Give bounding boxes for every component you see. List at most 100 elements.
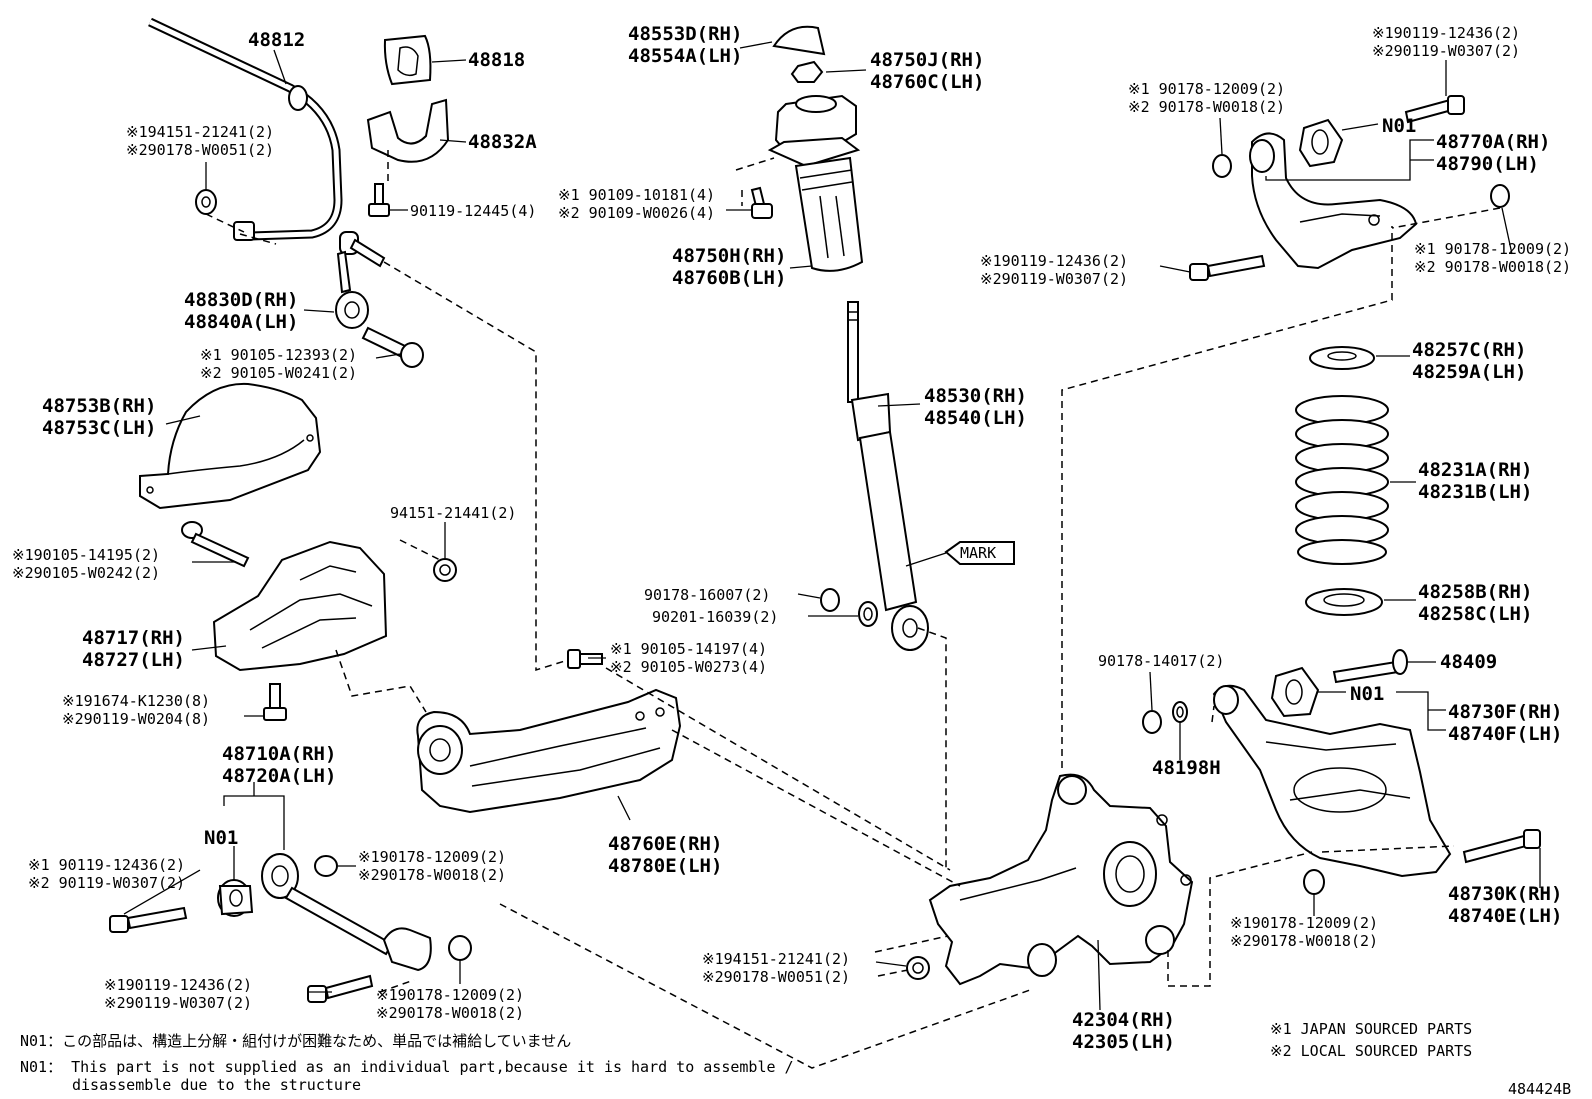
label-bracket-bolt-2[interactable]: ※290105-W0242(2) <box>12 564 160 582</box>
label-cover-lh[interactable]: 48753C(LH) <box>42 417 156 439</box>
label-bracket-bolt-1[interactable]: ※190105-14195(2) <box>12 546 160 564</box>
label-lower-nut-1[interactable]: ※190178-12009(2) <box>1230 914 1378 932</box>
bracket-mount-bolt[interactable] <box>181 521 250 568</box>
label-spring-lh[interactable]: 48231B(LH) <box>1418 481 1532 503</box>
label-trail-rh[interactable]: 48760E(RH) <box>608 833 722 855</box>
lower-arm-nut-bottom[interactable] <box>1303 869 1325 895</box>
bracket-nut[interactable] <box>433 558 457 582</box>
label-link-bolt-1[interactable]: ※1 90105-12393(2) <box>200 346 357 364</box>
label-upper-nutr-1[interactable]: ※1 90178-12009(2) <box>1414 240 1571 258</box>
knuckle-nut[interactable] <box>906 956 930 980</box>
label-trail-lh[interactable]: 48780E(LH) <box>608 855 722 877</box>
label-seat-lo-rh[interactable]: 48258B(RH) <box>1418 581 1532 603</box>
label-toe-nut2-2[interactable]: ※290178-W0018(2) <box>376 1004 524 1022</box>
label-upper-top-1[interactable]: ※190119-12436(2) <box>1372 24 1520 42</box>
label-knuckle-nut-2[interactable]: ※290178-W0051(2) <box>702 968 850 986</box>
label-upper-nutr-2[interactable]: ※2 90178-W0018(2) <box>1414 258 1571 276</box>
bracket-screw[interactable] <box>263 683 287 721</box>
lower-arm-bushing[interactable] <box>1270 666 1320 718</box>
upper-control-arm[interactable] <box>1249 132 1418 270</box>
label-upper-lh[interactable]: 48790(LH) <box>1436 153 1539 175</box>
label-mount-lh[interactable]: 48760C(LH) <box>870 71 984 93</box>
label-shock-rh[interactable]: 48530(RH) <box>924 385 1027 407</box>
label-toe-nut-2[interactable]: ※290178-W0018(2) <box>358 866 506 884</box>
label-90201-16039[interactable]: 90201-16039(2) <box>652 608 778 626</box>
lower-arm-bolt[interactable] <box>1462 829 1541 864</box>
lower-arm-nut[interactable] <box>1142 710 1162 734</box>
upper-arm-bushing[interactable] <box>1298 118 1344 168</box>
label-lower-nut-2[interactable]: ※290178-W0018(2) <box>1230 932 1378 950</box>
label-boot-lh[interactable]: 48760B(LH) <box>672 267 786 289</box>
label-upper-rh[interactable]: 48770A(RH) <box>1436 131 1550 153</box>
label-upper-bolt-2[interactable]: ※290119-W0307(2) <box>980 270 1128 288</box>
label-cap-lh[interactable]: 48554A(LH) <box>628 45 742 67</box>
label-90178-14017[interactable]: 90178-14017(2) <box>1098 652 1224 670</box>
upper-spring-seat[interactable] <box>1309 346 1375 370</box>
lower-arm-bolt-48409[interactable] <box>1332 649 1408 684</box>
toe-arm-lower-bolt[interactable] <box>307 974 374 1003</box>
label-upper-bolt-1[interactable]: ※190119-12436(2) <box>980 252 1128 270</box>
shock-cap[interactable] <box>772 25 826 56</box>
label-n01-toe[interactable]: N01 <box>204 827 238 849</box>
stabilizer-bar[interactable] <box>148 17 343 241</box>
label-knuckle-lh[interactable]: 42305(LH) <box>1072 1031 1175 1053</box>
label-shock-lh[interactable]: 48540(LH) <box>924 407 1027 429</box>
label-toe-nut2-1[interactable]: ※190178-12009(2) <box>376 986 524 1004</box>
stabilizer-bushing[interactable] <box>383 34 432 86</box>
label-seat-up-rh[interactable]: 48257C(RH) <box>1412 339 1526 361</box>
label-knuckle-nut-1[interactable]: ※194151-21241(2) <box>702 950 850 968</box>
upper-arm-nut[interactable] <box>1212 154 1232 178</box>
label-seat-up-lh[interactable]: 48259A(LH) <box>1412 361 1526 383</box>
label-upper-top-2[interactable]: ※290119-W0307(2) <box>1372 42 1520 60</box>
label-mount-rh[interactable]: 48750J(RH) <box>870 49 984 71</box>
suspension-cover[interactable] <box>139 382 322 510</box>
upper-arm-nut-right[interactable] <box>1490 184 1510 208</box>
label-mark[interactable]: MARK <box>960 544 996 562</box>
label-bracket-lh[interactable]: 48727(LH) <box>82 649 185 671</box>
trailing-arm-bolt[interactable] <box>567 649 603 669</box>
label-toe-bolt2-2[interactable]: ※290119-W0307(2) <box>104 994 252 1012</box>
shock-washer[interactable] <box>858 601 878 627</box>
lower-control-arm[interactable] <box>1212 684 1452 878</box>
label-n01-lower[interactable]: N01 <box>1350 683 1384 705</box>
bracket-bolt[interactable] <box>368 183 390 217</box>
label-94151-21441[interactable]: 94151-21441(2) <box>390 504 516 522</box>
link-bolt[interactable] <box>361 326 424 368</box>
shock-boot[interactable] <box>767 94 864 272</box>
label-90178-16007[interactable]: 90178-16007(2) <box>644 586 770 604</box>
label-lower-lh[interactable]: 48740F(LH) <box>1448 723 1562 745</box>
label-bracket-screw-1[interactable]: ※191674-K1230(8) <box>62 692 210 710</box>
toe-arm-lower-nut[interactable] <box>448 935 472 961</box>
shock-absorber[interactable] <box>847 301 929 651</box>
label-48818[interactable]: 48818 <box>468 49 525 71</box>
label-n01-upper[interactable]: N01 <box>1382 115 1416 137</box>
label-link-lh[interactable]: 48840A(LH) <box>184 311 298 333</box>
label-mount-bolt-2[interactable]: ※2 90109-W0026(4) <box>558 204 715 222</box>
label-knuckle-rh[interactable]: 42304(RH) <box>1072 1009 1175 1031</box>
label-bracket-screw-2[interactable]: ※290119-W0204(8) <box>62 710 210 728</box>
stabilizer-nut[interactable] <box>195 189 217 215</box>
stabilizer-link[interactable] <box>335 231 386 329</box>
label-lbolt-rh[interactable]: 48730K(RH) <box>1448 883 1562 905</box>
toe-arm-bolt[interactable] <box>109 906 188 933</box>
label-toe-lh[interactable]: 48720A(LH) <box>222 765 336 787</box>
mount-nut[interactable] <box>790 60 824 83</box>
label-48832a[interactable]: 48832A <box>468 131 537 153</box>
trailing-arm[interactable] <box>416 688 682 814</box>
upper-arm-bolt[interactable] <box>1189 254 1266 281</box>
label-toe-rh[interactable]: 48710A(RH) <box>222 743 336 765</box>
coil-spring[interactable] <box>1295 395 1389 565</box>
label-90119-12445[interactable]: 90119-12445(4) <box>410 202 536 220</box>
label-lbolt-lh[interactable]: 48740E(LH) <box>1448 905 1562 927</box>
label-48409[interactable]: 48409 <box>1440 651 1497 673</box>
upper-arm-top-bolt[interactable] <box>1404 95 1465 124</box>
label-stab-bush-2[interactable]: ※290178-W0051(2) <box>126 141 274 159</box>
steering-knuckle[interactable] <box>928 773 1194 986</box>
shock-lower-nut[interactable] <box>820 588 840 612</box>
label-mount-bolt-1[interactable]: ※1 90109-10181(4) <box>558 186 715 204</box>
label-trail-bolt-2[interactable]: ※2 90105-W0273(4) <box>610 658 767 676</box>
label-upper-nut-1[interactable]: ※1 90178-12009(2) <box>1128 80 1285 98</box>
label-stab-bush-1[interactable]: ※194151-21241(2) <box>126 123 274 141</box>
suspension-bracket[interactable] <box>212 540 388 672</box>
label-link-bolt-2[interactable]: ※2 90105-W0241(2) <box>200 364 357 382</box>
